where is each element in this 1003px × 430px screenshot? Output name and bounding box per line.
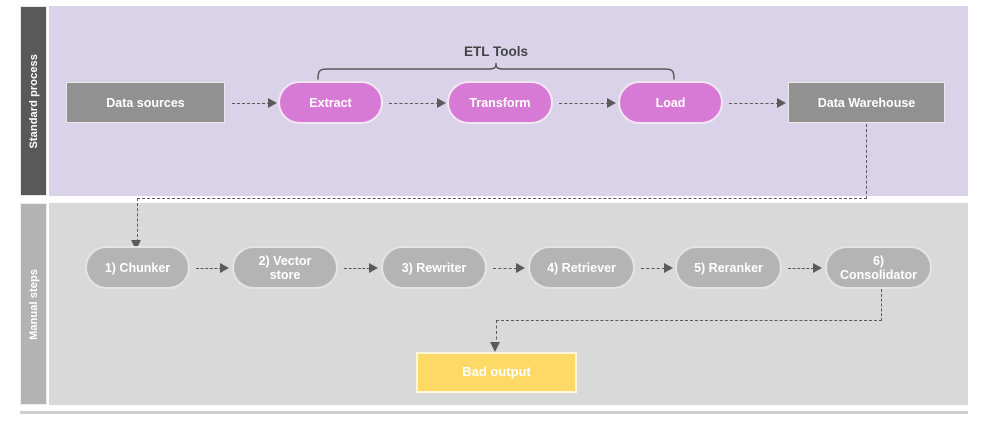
node-retriever-label: 4) Retriever [547,260,616,275]
bottom-divider [20,411,968,414]
node-data-sources[interactable]: Data sources [66,82,225,123]
node-reranker[interactable]: 5) Reranker [675,246,782,289]
node-bad-output-label: Bad output [462,364,531,380]
node-bad-output[interactable]: Bad output [416,352,577,393]
arrowhead-to-retriever [516,263,525,273]
edge-extract-to-transform [389,103,439,104]
node-load[interactable]: Load [618,81,723,124]
edge-data-sources-to-extract [232,103,270,104]
edge-consolidator-to-bad-output-horizontal [496,320,882,321]
node-extract-label: Extract [309,95,352,110]
node-transform[interactable]: Transform [447,81,553,124]
edge-consolidator-to-bad-output-down [496,320,497,345]
node-reranker-label: 5) Reranker [694,260,763,275]
node-vector-store[interactable]: 2) Vector store [232,246,338,289]
lane-standard-process-label: Standard process [20,6,47,196]
edge-rewriter-to-retriever [493,268,517,269]
lane-manual-steps-label: Manual steps [20,203,47,405]
arrowhead-to-data-warehouse [777,98,786,108]
arrowhead-to-reranker [664,263,673,273]
edge-consolidator-down [881,289,882,321]
arrowhead-to-transform [437,98,446,108]
node-rewriter-label: 3) Rewriter [401,260,467,275]
arrowhead-to-consolidator [813,263,822,273]
edge-warehouse-to-chunker-horizontal [137,198,867,199]
lane-manual-steps-text: Manual steps [27,268,40,340]
lane-standard-process-text: Standard process [27,53,40,149]
node-vector-store-label-line1: 2) Vector [258,253,312,268]
arrowhead-to-vector-store [220,263,229,273]
node-vector-store-label-line2: store [269,267,301,282]
edge-reranker-to-consolidator [788,268,814,269]
node-rewriter[interactable]: 3) Rewriter [381,246,487,289]
etl-tools-label: ETL Tools [464,44,528,59]
arrowhead-to-rewriter [369,263,378,273]
etl-tools-bracket-icon [316,62,676,80]
node-chunker[interactable]: 1) Chunker [85,246,190,289]
node-consolidator-label-line2: Consolidator [839,267,918,282]
arrowhead-to-extract [268,98,277,108]
edge-warehouse-to-chunker-down [137,198,138,242]
node-data-warehouse-label: Data Warehouse [817,95,916,110]
node-transform-label: Transform [469,95,531,110]
arrowhead-to-chunker [131,240,141,250]
edge-load-to-data-warehouse [729,103,779,104]
arrowhead-to-load [607,98,616,108]
node-consolidator[interactable]: 6) Consolidator [825,246,932,289]
edge-vector-store-to-rewriter [344,268,370,269]
arrowhead-to-bad-output [490,342,500,352]
edge-retriever-to-reranker [641,268,665,269]
node-data-sources-label: Data sources [106,95,185,110]
edge-warehouse-down-segment [866,124,867,199]
node-extract[interactable]: Extract [278,81,383,124]
node-chunker-label: 1) Chunker [104,260,171,275]
node-retriever[interactable]: 4) Retriever [528,246,635,289]
edge-chunker-to-vector-store [196,268,222,269]
node-data-warehouse[interactable]: Data Warehouse [788,82,945,123]
node-consolidator-label-line1: 6) [872,253,885,268]
edge-transform-to-load [559,103,609,104]
node-load-label: Load [655,95,686,110]
